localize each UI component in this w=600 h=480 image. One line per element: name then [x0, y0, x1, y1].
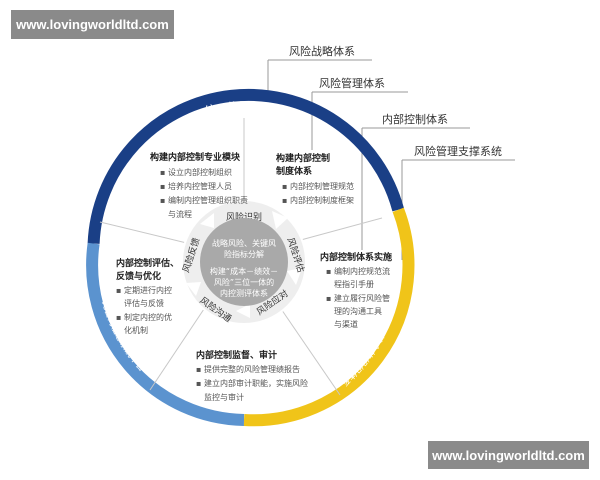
section-left-item: 评估与反馈 [124, 298, 164, 308]
section-top-left-item: ▪ 设立内部控制组织 [160, 167, 232, 177]
section-top-left-title: 构建内部控制专业模块 [150, 151, 241, 163]
watermark-top: www.lovingworldltd.com [11, 10, 174, 39]
section-top-left-item: ▪ 编制内控管理组织职责 [160, 195, 248, 205]
section-right-title: 内部控制体系实施 [320, 251, 392, 263]
callout-risk-strategy: 风险战略体系 [289, 44, 355, 58]
callout-risk-management: 风险管理体系 [319, 76, 385, 90]
section-right-item: 与渠道 [334, 319, 358, 329]
section-left-item: 化机制 [124, 325, 148, 335]
section-top-left-item: ▪ 培养内控管理人员 [160, 181, 232, 191]
section-bottom-item: 监控与审计 [204, 392, 244, 402]
section-top-right-item: ▪ 内部控制制度框架 [282, 195, 354, 205]
callout-support-system: 风险管理支撑系统 [414, 144, 502, 158]
center-top-line-2: 险指标分解 [224, 249, 264, 259]
section-right-item: ▪ 编制内控规范流 [326, 266, 390, 276]
ring-arc-right [243, 207, 415, 427]
center-bottom-line-2: 风险”三位一体的 [214, 277, 274, 287]
ring-arc-top [87, 88, 404, 244]
center-circle [200, 218, 288, 306]
section-bottom-item: ▪ 建立内部审计职能，实施风险 [196, 378, 308, 388]
section-bottom-item: ▪ 提供完整的风险管理绩报告 [196, 364, 300, 374]
section-top-right-title-1: 构建内部控制 [276, 152, 330, 164]
section-left-title-2: 反馈与优化 [116, 270, 161, 282]
section-top-right-title-2: 制度体系 [276, 165, 312, 177]
section-top-right-item: ▪ 内部控制管理规范 [282, 181, 354, 191]
section-bottom-title: 内部控制监督、审计 [196, 349, 277, 361]
center-top-line-1: 战略风险、关键风 [212, 238, 276, 248]
section-right-item: ▪ 建立履行风险管 [326, 293, 390, 303]
cycle-arrows [186, 211, 302, 318]
ring-arc-left [86, 242, 245, 426]
ring-label-top: 统一的风险语言 [204, 99, 285, 118]
section-right-item: 程指引手册 [334, 279, 374, 289]
center-bottom-line-3: 内控测评体系 [220, 288, 268, 298]
section-left-title-1: 内部控制评估、 [116, 257, 179, 269]
watermark-bottom: www.lovingworldltd.com [428, 441, 589, 469]
section-right-item: 理的沟通工具 [334, 306, 382, 316]
center-bottom-line-1: 构建“成本－绩效－ [210, 266, 278, 276]
section-left-item: ▪ 制定内控的优 [116, 312, 172, 322]
section-top-left-item: 与流程 [168, 209, 192, 219]
callout-internal-control: 内部控制体系 [382, 112, 448, 126]
section-left-item: ▪ 定期进行内控 [116, 285, 172, 295]
